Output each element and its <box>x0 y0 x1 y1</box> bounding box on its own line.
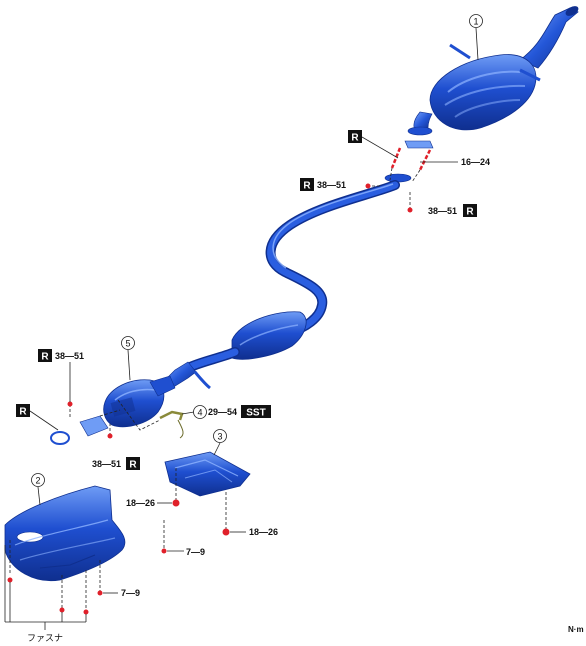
torque-7-9-lower: 7—9 <box>103 588 140 598</box>
torque-38-51-cat-bottom-label: 38—51 <box>92 459 121 469</box>
callout-4: 4 <box>181 405 207 419</box>
under-cover <box>4 485 126 582</box>
replace-badge-top-label: R <box>351 133 359 144</box>
oxygen-sensor <box>159 410 184 439</box>
replace-badge-cat-top-label: R <box>41 352 49 363</box>
unit-label: N·m <box>568 625 584 634</box>
fasteners <box>7 183 413 615</box>
torque-38-51-cat-top-label: 38—51 <box>55 351 84 361</box>
replace-badge-upper-left-label: R <box>303 181 311 192</box>
torque-18-26-left-label: 18—26 <box>126 498 155 508</box>
torque-29-54-label: 29—54 <box>208 407 237 417</box>
torque-38-51-upper-left: R 38—51 <box>300 178 346 192</box>
torque-38-51-cat-top: R 38—51 <box>38 349 84 402</box>
torque-18-26-right: 18—26 <box>230 527 278 537</box>
intermediate-pipe <box>164 180 400 390</box>
replace-badge-cat-bottom-label: R <box>129 460 137 471</box>
torque-38-51-upper-right-label: 38—51 <box>428 206 457 216</box>
callout-5: 5 <box>121 336 135 381</box>
torque-18-26-right-label: 18—26 <box>249 527 278 537</box>
torque-16-24: 16—24 <box>420 157 490 167</box>
sst-badge-label: SST <box>246 408 265 419</box>
callout-4-label: 4 <box>197 408 202 418</box>
callout-2-label: 2 <box>35 476 40 486</box>
callout-1: 1 <box>469 14 483 61</box>
heat-insulator-middle <box>164 451 251 497</box>
torque-38-51-cat-bottom: 38—51 R <box>92 457 140 471</box>
callout-1-label: 1 <box>473 17 478 27</box>
callout-2: 2 <box>31 473 45 506</box>
torque-38-51-upper-left-label: 38—51 <box>317 180 346 190</box>
callout-3: 3 <box>213 429 227 456</box>
torque-29-54-sst: 29—54 SST <box>208 405 271 419</box>
main-silencer <box>407 6 579 136</box>
callout-5-label: 5 <box>125 339 130 349</box>
fastener-bracket: ファスナ <box>4 545 87 644</box>
catalytic-converter <box>79 375 176 437</box>
upper-joint <box>384 140 434 183</box>
torque-7-9-lower-label: 7—9 <box>121 588 140 598</box>
torque-18-26-left: 18—26 <box>126 498 172 508</box>
replace-badge-left-gasket: R <box>16 404 59 431</box>
replace-badge-top: R <box>348 130 399 159</box>
replace-badge-upper-right-label: R <box>466 207 474 218</box>
torque-7-9-upper-label: 7—9 <box>186 547 205 557</box>
dashed-assembly-lines <box>9 185 411 610</box>
callout-3-label: 3 <box>217 432 222 442</box>
fastener-label: ファスナ <box>27 633 63 644</box>
gasket-ring <box>50 431 70 445</box>
torque-7-9-upper: 7—9 <box>167 547 205 557</box>
torque-16-24-label: 16—24 <box>461 157 490 167</box>
torque-38-51-upper-right: 38—51 R <box>428 204 477 218</box>
replace-badge-left-gasket-label: R <box>19 407 27 418</box>
